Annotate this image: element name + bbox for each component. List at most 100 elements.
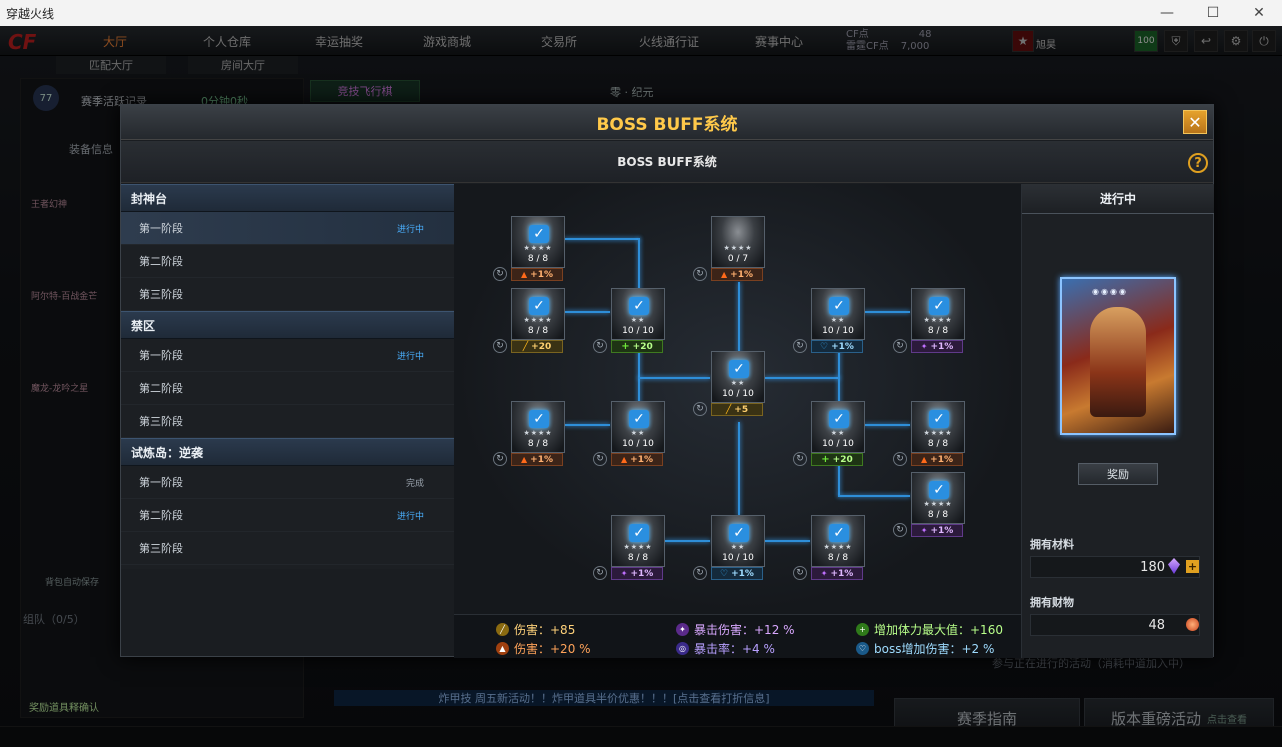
checkmark-icon: ✓: [729, 360, 749, 378]
reset-icon[interactable]: ↻: [593, 339, 607, 353]
buff-node[interactable]: ✓★★10 / 10: [611, 401, 665, 453]
group-header-fengshentai[interactable]: 封神台: [121, 184, 454, 212]
buff-node[interactable]: ✓★★10 / 10: [611, 288, 665, 340]
progress-status: 进行中: [1022, 184, 1214, 214]
minimize-button[interactable]: —: [1160, 5, 1174, 21]
group-header-jinqu[interactable]: 禁区: [121, 311, 454, 339]
user-avatar-icon[interactable]: ★: [1012, 30, 1034, 52]
modal-close-button[interactable]: ✕: [1183, 110, 1207, 134]
material-label: 拥有材料: [1030, 538, 1074, 551]
stage-item[interactable]: 第二阶段: [121, 245, 454, 278]
buff-node[interactable]: ✓★★★★8 / 8: [511, 216, 565, 268]
stage-item[interactable]: 第二阶段: [121, 372, 454, 405]
buff-node[interactable]: ✓★★★★8 / 8: [811, 515, 865, 567]
reset-icon[interactable]: ↻: [493, 267, 507, 281]
weapon-1[interactable]: 王者幻神: [31, 200, 68, 210]
weapon-2[interactable]: 阿尔特-百战金芒: [31, 292, 98, 302]
cf-logo: CF: [8, 30, 37, 54]
summary-damage: ╱伤害：+85: [496, 621, 575, 638]
nav-tab-exchange[interactable]: 交易所: [540, 34, 577, 49]
reset-icon[interactable]: ↻: [693, 267, 707, 281]
checkmark-icon: ✓: [529, 410, 549, 428]
nav-tab-warehouse[interactable]: 个人仓库: [202, 34, 251, 49]
reward-button[interactable]: 奖励: [1078, 463, 1158, 485]
reset-icon[interactable]: ↻: [793, 566, 807, 580]
reset-icon[interactable]: ↻: [793, 452, 807, 466]
back-icon[interactable]: ↩: [1194, 30, 1218, 52]
checkmark-icon: ✓: [529, 297, 549, 315]
gear-icon[interactable]: ⚙: [1224, 30, 1248, 52]
window-title: 穿越火线: [6, 6, 55, 21]
autosave-label[interactable]: 背包自动保存: [45, 578, 100, 588]
buff-node[interactable]: ✓★★10 / 10: [711, 351, 765, 403]
stage-item[interactable]: 第三阶段: [121, 532, 454, 565]
nav-tab-shop[interactable]: 游戏商城: [422, 34, 471, 49]
buff-node[interactable]: ★★★★0 / 7: [711, 216, 765, 268]
reset-icon[interactable]: ↻: [893, 339, 907, 353]
buff-node[interactable]: ✓★★★★8 / 8: [511, 401, 565, 453]
stage-status: 进行中: [396, 351, 424, 362]
boss-buff-modal: BOSS BUFF系统 ✕ BOSS BUFF系统 ? 封神台 第一阶段进行中 …: [120, 104, 1214, 658]
fire-icon: ▲: [496, 642, 509, 655]
add-material-button[interactable]: +: [1186, 560, 1199, 573]
node-count: 8 / 8: [627, 553, 649, 563]
buff-node[interactable]: ✓★★10 / 10: [811, 401, 865, 453]
bottom-bar: [0, 726, 1282, 747]
reset-icon[interactable]: ↻: [693, 566, 707, 580]
buff-tag: +1%: [511, 268, 563, 281]
reset-icon[interactable]: ↻: [593, 452, 607, 466]
maximize-button[interactable]: ☐: [1206, 5, 1220, 21]
reset-icon[interactable]: ↻: [693, 402, 707, 416]
damage-icon: ╱: [496, 623, 509, 636]
ticket-banner[interactable]: 竞技飞行棋: [310, 80, 420, 102]
nav-tab-lucky[interactable]: 幸运抽奖: [314, 34, 363, 49]
reset-icon[interactable]: ↻: [493, 339, 507, 353]
buff-node[interactable]: ✓★★★★8 / 8: [511, 288, 565, 340]
checkmark-icon: ✓: [829, 524, 849, 542]
buff-node[interactable]: ✓★★★★8 / 8: [911, 288, 965, 340]
subtab-room[interactable]: 房间大厅: [188, 56, 298, 74]
weapon-3[interactable]: 魔龙-龙吟之星: [31, 384, 89, 394]
summary-hp: +增加体力最大值：+160: [856, 621, 1003, 638]
close-window-button[interactable]: ✕: [1253, 5, 1265, 21]
reset-icon[interactable]: ↻: [793, 339, 807, 353]
group-header-shiliandao[interactable]: 试炼岛：逆袭: [121, 438, 454, 466]
stage-status: 进行中: [396, 224, 424, 235]
checkmark-icon: ✓: [929, 297, 949, 315]
reset-icon[interactable]: ↻: [893, 523, 907, 537]
node-count: 10 / 10: [622, 439, 654, 449]
reset-icon[interactable]: ↻: [893, 452, 907, 466]
progress-panel: 进行中 ◉◉◉◉ 奖励 拥有材料 180 + 拥有财物 48: [1021, 184, 1214, 658]
nav-tab-events[interactable]: 赛事中心: [754, 34, 803, 49]
buff-node[interactable]: ✓★★10 / 10: [811, 288, 865, 340]
stage-item[interactable]: 第一阶段进行中: [121, 339, 454, 372]
stage-item[interactable]: 第一阶段进行中: [121, 212, 454, 245]
promo-banner[interactable]: 炸甲技 周五新活动！！炸甲道具半价优惠！！！[点击查看打折信息]: [334, 690, 874, 706]
reset-icon[interactable]: ↻: [593, 566, 607, 580]
subtab-match[interactable]: 匹配大厅: [56, 56, 166, 74]
node-stars: ★★★★: [523, 429, 553, 437]
wealth-label: 拥有财物: [1030, 596, 1074, 609]
reset-icon[interactable]: ↻: [493, 452, 507, 466]
buff-node[interactable]: ✓★★★★8 / 8: [911, 401, 965, 453]
stage-item[interactable]: 第三阶段: [121, 405, 454, 438]
top-nav: [0, 26, 1282, 56]
stage-item[interactable]: 第三阶段: [121, 278, 454, 311]
nav-tab-pass[interactable]: 火线通行证: [638, 34, 699, 49]
stage-item[interactable]: 第一阶段完成: [121, 466, 454, 499]
help-icon[interactable]: ?: [1188, 153, 1208, 173]
nav-tab-lobby[interactable]: 大厅: [102, 34, 127, 49]
buff-node[interactable]: ✓★★★★8 / 8: [611, 515, 665, 567]
stage-item[interactable]: 第二阶段进行中: [121, 499, 454, 532]
summary-fire: ▲伤害：+20 %: [496, 640, 591, 657]
node-stars: ★★: [730, 543, 746, 551]
buff-node[interactable]: ✓★★10 / 10: [711, 515, 765, 567]
buff-tag: +1%: [711, 567, 763, 580]
buff-node[interactable]: ✓★★★★8 / 8: [911, 472, 965, 524]
reward-confirm[interactable]: 奖励道具释确认: [29, 703, 99, 714]
crit-icon: ✦: [676, 623, 689, 636]
power-icon[interactable]: ⏻: [1252, 30, 1276, 52]
shield-icon[interactable]: ⛨: [1164, 30, 1188, 52]
